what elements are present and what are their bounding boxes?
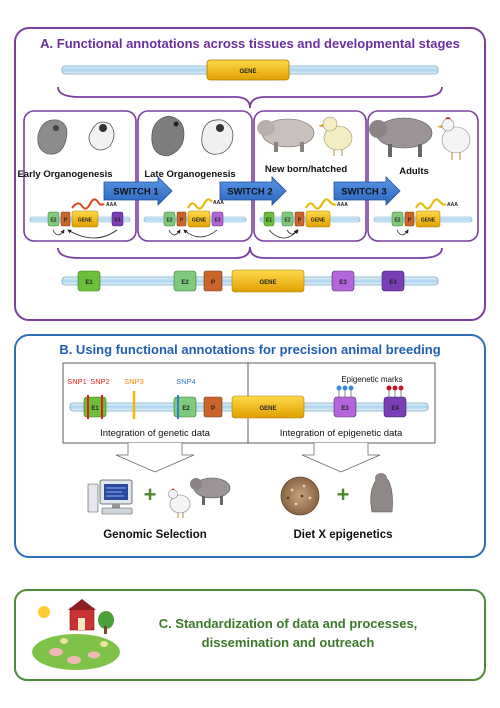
epigenetic-marks-label: Epigenetic marks xyxy=(341,375,402,384)
panel-c-title-line1: C. Standardization of data and processes… xyxy=(159,616,418,631)
computer-icon xyxy=(87,479,133,515)
top-brace xyxy=(57,86,443,109)
pb-e1-label: E1 xyxy=(91,406,99,412)
embryo-pig-late-image xyxy=(151,115,185,157)
top-gene-label: GENE xyxy=(239,69,256,75)
stage-box-1 xyxy=(23,110,137,242)
pig-icon xyxy=(190,477,231,505)
svg-text:E2: E2 xyxy=(284,218,290,224)
diet-image xyxy=(280,476,320,516)
full-gene-label: GENE xyxy=(259,280,276,286)
panel-b-construct: E1 E2 P GENE E3 E4 xyxy=(69,391,429,419)
pb-e3-label: E3 xyxy=(341,406,349,412)
stage-label-3: New born/hatched xyxy=(265,164,348,175)
piglet-standing-icon xyxy=(370,473,393,513)
svg-text:P: P xyxy=(180,218,184,224)
embryo-pig-early-image xyxy=(37,119,68,155)
stage-1-construct: E2 P GENE E4 AAA xyxy=(29,198,131,239)
epigenetic-down-arrow xyxy=(301,443,381,473)
snp1-label: SNP1 xyxy=(67,377,87,386)
switch-label-2: SWITCH 2 xyxy=(227,187,272,198)
svg-text:E2: E2 xyxy=(50,218,56,224)
snp2-label: SNP2 xyxy=(90,377,110,386)
stage-2-construct: E2 P GENE E3 AAA xyxy=(143,198,247,238)
genetic-down-arrow xyxy=(115,443,195,473)
stage-4-construct: E2 P GENE AAA xyxy=(373,198,473,236)
svg-text:P: P xyxy=(298,218,302,224)
panel-b-title: B. Using functional annotations for prec… xyxy=(59,342,440,357)
plus-icon-b2: + xyxy=(337,482,350,507)
full-e4-label: E4 xyxy=(389,280,397,286)
methyl-marks-e4 xyxy=(386,385,404,397)
full-e2-label: E2 xyxy=(181,280,189,286)
diet-epigenetics-label: Diet X epigenetics xyxy=(293,529,392,541)
panel-c-frame xyxy=(14,589,486,681)
pb-gene-label: GENE xyxy=(259,406,276,412)
svg-text:E4: E4 xyxy=(114,218,120,224)
svg-text:GENE: GENE xyxy=(421,218,436,224)
pb-e4-label: E4 xyxy=(391,406,399,412)
bottom-brace xyxy=(57,246,443,259)
panel-b-gene-box xyxy=(62,362,436,444)
epigenetic-data-label: Integration of epigenetic data xyxy=(280,428,403,439)
plus-icon-b1: + xyxy=(144,482,157,507)
stage-3-construct: E1 E2 P GENE AAA xyxy=(259,198,361,239)
stage-label-2: Late Organogenesis xyxy=(144,169,235,180)
snp4-label: SNP4 xyxy=(176,377,196,386)
svg-text:AAA: AAA xyxy=(106,202,117,208)
svg-text:AAA: AAA xyxy=(447,202,458,208)
chick-image xyxy=(318,116,353,156)
panel-c-title-line2: dissemination and outreach xyxy=(202,635,375,650)
svg-text:P: P xyxy=(64,218,68,224)
svg-text:GENE: GENE xyxy=(311,218,326,224)
chicken-icon xyxy=(168,488,191,518)
svg-text:E2: E2 xyxy=(394,218,400,224)
svg-text:E2: E2 xyxy=(166,218,172,224)
svg-text:P: P xyxy=(408,218,412,224)
switch-arrow-1: SWITCH 1 xyxy=(103,176,173,206)
snp3-label: SNP3 xyxy=(124,377,144,386)
methyl-marks-e3 xyxy=(336,385,354,397)
stage-box-2 xyxy=(137,110,253,242)
stage-label-1: Early Organogenesis xyxy=(17,169,112,180)
stage-box-4 xyxy=(367,110,479,242)
svg-text:AAA: AAA xyxy=(337,202,348,208)
svg-text:AAA: AAA xyxy=(213,200,224,206)
full-p-label: P xyxy=(211,280,215,286)
stage-label-4: Adults xyxy=(399,166,429,177)
top-gene-strand: GENE xyxy=(61,59,439,81)
svg-text:E3: E3 xyxy=(214,218,220,224)
pb-e2-label: E2 xyxy=(182,406,190,412)
svg-text:E1: E1 xyxy=(266,218,272,224)
svg-text:GENE: GENE xyxy=(192,218,207,224)
piglet-image xyxy=(257,118,315,152)
genetic-data-label: Integration of genetic data xyxy=(100,428,211,439)
adult-pig-image xyxy=(369,117,433,157)
adult-chicken-image xyxy=(437,117,471,160)
embryo-chick-late-image xyxy=(201,119,234,155)
genomic-selection-label: Genomic Selection xyxy=(103,529,207,541)
switch-arrow-2: SWITCH 2 xyxy=(219,176,287,206)
panel-a-frame xyxy=(14,27,486,321)
full-gene-construct: E1 E2 P GENE E3 E4 xyxy=(61,269,439,293)
panel-b-frame xyxy=(14,334,486,558)
switch-label-3: SWITCH 3 xyxy=(341,187,386,198)
stage-box-3 xyxy=(253,110,367,242)
pb-p-label: P xyxy=(211,406,215,412)
embryo-chick-early-image xyxy=(88,121,115,151)
switch-label-1: SWITCH 1 xyxy=(113,187,159,198)
svg-text:GENE: GENE xyxy=(78,218,93,224)
panel-a-title: A. Functional annotations across tissues… xyxy=(40,36,460,51)
full-e1-label: E1 xyxy=(85,280,93,286)
farm-illustration xyxy=(32,599,120,670)
full-e3-label: E3 xyxy=(339,280,347,286)
switch-arrow-3: SWITCH 3 xyxy=(333,176,401,206)
